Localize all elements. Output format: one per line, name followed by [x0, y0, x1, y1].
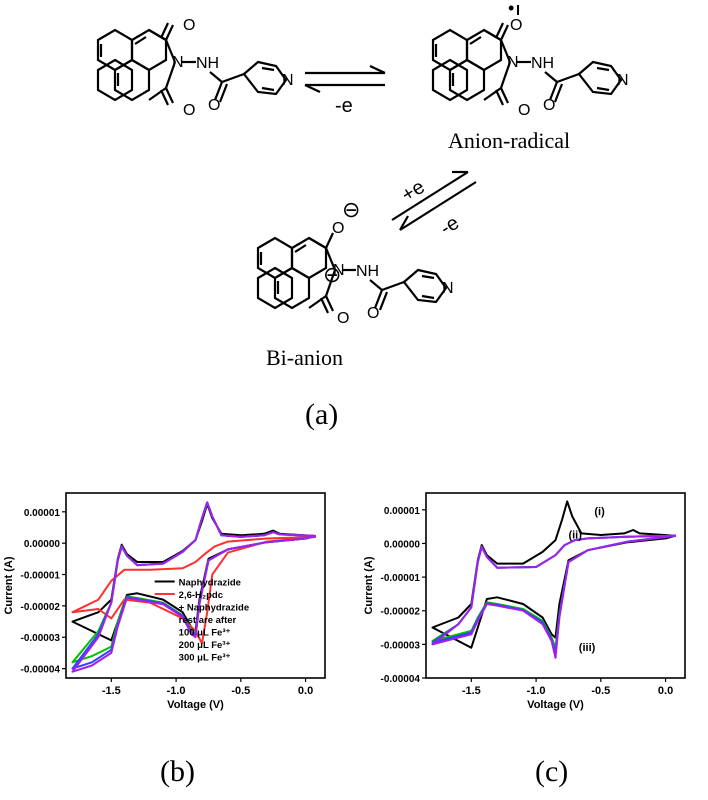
molecule-anion-radical — [431, 22, 623, 106]
equilibrium-arrows-diagonal — [391, 170, 477, 231]
atom-n-pyridine-1: N — [282, 72, 294, 89]
x-tick-label: -0.5 — [591, 685, 610, 697]
charge-minus-o: ⊖ — [342, 197, 360, 222]
atom-o-top-2: O — [510, 17, 522, 34]
y-tick-label: 0.00001 — [24, 508, 61, 519]
y-tick-label: -0.00003 — [381, 640, 421, 651]
atom-nh-1: NH — [196, 55, 219, 72]
atom-o-top-3: O — [332, 220, 344, 237]
atom-n-3: N — [333, 262, 345, 279]
atom-n-2: N — [507, 54, 519, 71]
atom-o-top-1: O — [183, 17, 195, 34]
y-axis-label: Current (A) — [363, 556, 375, 614]
series-line-1 — [431, 500, 677, 649]
reaction-scheme: O O N NH O N -e O • O — [96, 0, 629, 327]
panel-label-a: (a) — [305, 398, 339, 431]
legend-entry: Naphydrazide — [179, 578, 241, 589]
y-tick-label: -0.00003 — [21, 633, 61, 644]
radical-dot: • — [508, 0, 514, 18]
panel-label-c: (c) — [535, 755, 569, 788]
atom-o-bottom-3: O — [337, 310, 349, 327]
x-tick-label: -1.0 — [527, 685, 546, 697]
series-line-2 — [431, 534, 677, 649]
x-tick-label: -1.5 — [462, 685, 481, 697]
annotation-label: (i) — [594, 506, 605, 518]
y-tick-label: 0.00000 — [24, 539, 61, 550]
legend-entry: 200 μL Fe³⁺ — [179, 640, 231, 651]
cv-chart-b: -1.5 -1.0 -0.5 0.0 0.00001 0.00000 -0.00001 -0.… — [3, 492, 326, 711]
x-axis-label: Voltage (V) — [527, 699, 584, 711]
legend-entry: rest are after — [179, 615, 237, 626]
plot-frame — [425, 492, 686, 679]
cv-chart-c: -1.5 -1.0 -0.5 0.0 0.00001 0.00000 -0.00001 -0.… — [363, 492, 686, 711]
atom-nh-2: NH — [531, 55, 554, 72]
y-tick-label: -0.00001 — [21, 571, 61, 582]
y-tick-label: 0.00001 — [384, 506, 421, 517]
x-tick-label: 0.0 — [298, 685, 313, 697]
plot-frame — [65, 492, 326, 679]
y-tick-label: -0.00001 — [381, 573, 421, 584]
atom-n-pyridine-3: N — [442, 280, 454, 297]
label-bi-anion: Bi-anion — [266, 345, 343, 370]
charge-minus-ring: ⊖ — [323, 262, 341, 287]
y-tick-label: -0.00002 — [21, 602, 61, 613]
legend-entry: 300 μL Fe³⁺ — [179, 653, 231, 664]
atom-o-amide-3: O — [367, 305, 379, 322]
atom-nh-3: NH — [356, 263, 379, 280]
legend-entry: 100 μL Fe³⁺ — [179, 628, 231, 639]
atom-o-bottom-2: O — [518, 102, 530, 119]
panel-label-b: (b) — [160, 755, 195, 788]
arrow-label-minus-e-top: -e — [335, 95, 353, 117]
x-tick-label: 0.0 — [658, 685, 673, 697]
legend-entry: 2,6-H₂pdc — [179, 590, 223, 601]
molecule-naphydrazide — [96, 22, 288, 106]
atom-o-amide-1: O — [208, 97, 220, 114]
series-line-4 — [431, 534, 677, 659]
atom-n-1: N — [172, 54, 184, 71]
x-tick-label: -0.5 — [231, 685, 250, 697]
x-tick-label: -1.5 — [102, 685, 121, 697]
arrow-label-plus-e: +e — [398, 176, 429, 207]
atom-n-pyridine-2: N — [617, 72, 629, 89]
legend-entry: + Naphydrazide — [179, 603, 249, 614]
y-tick-label: -0.00004 — [21, 665, 61, 676]
y-tick-label: -0.00002 — [381, 607, 421, 618]
equilibrium-arrows-top — [304, 65, 386, 93]
series-line-5 — [71, 501, 317, 673]
atom-o-bottom-1: O — [183, 102, 195, 119]
y-tick-label: -0.00004 — [381, 674, 421, 685]
annotation-label: (ii) — [568, 529, 582, 541]
label-anion-radical: Anion-radical — [448, 128, 571, 153]
atom-o-amide-2: O — [543, 97, 555, 114]
y-axis-label: Current (A) — [3, 556, 15, 614]
x-axis-label: Voltage (V) — [167, 699, 224, 711]
series-line-2 — [71, 535, 316, 645]
arrow-label-minus-e-diagonal: -e — [436, 212, 463, 240]
annotation-label: (iii) — [579, 642, 596, 654]
y-tick-label: 0.00000 — [384, 539, 421, 550]
x-tick-label: -1.0 — [167, 685, 186, 697]
molecule-bi-anion — [256, 232, 448, 314]
